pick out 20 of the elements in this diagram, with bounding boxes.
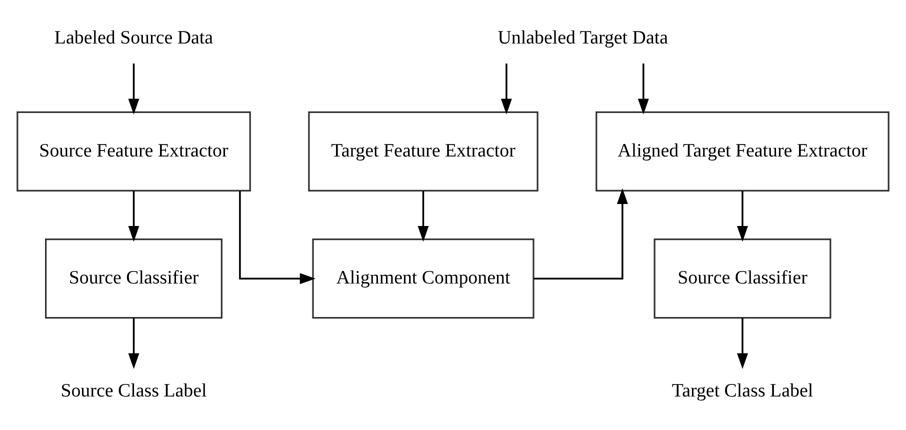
node-text: Labeled Source Data — [54, 27, 214, 48]
node-box: Alignment Component — [312, 238, 534, 319]
node-box: Source Classifier — [654, 238, 832, 319]
arrow — [736, 190, 748, 242]
node-box: Aligned Target Feature Extractor — [596, 111, 890, 192]
node-text: Target Class Label — [672, 380, 814, 402]
node-text: Source Class Label — [60, 380, 207, 402]
node-box: Target Feature Extractor — [308, 111, 538, 192]
arrow — [500, 64, 512, 114]
node-text: Unlabeled Target Data — [498, 27, 668, 48]
node-box: Source Classifier — [45, 238, 222, 319]
arrow — [418, 190, 429, 242]
arrow — [128, 64, 140, 114]
arrow — [128, 318, 140, 369]
node-box: Source Feature Extractor — [16, 111, 251, 192]
arrow — [534, 188, 628, 280]
arrow — [736, 318, 748, 369]
arrow — [239, 190, 316, 284]
arrow — [638, 64, 649, 114]
arrow — [128, 190, 140, 242]
